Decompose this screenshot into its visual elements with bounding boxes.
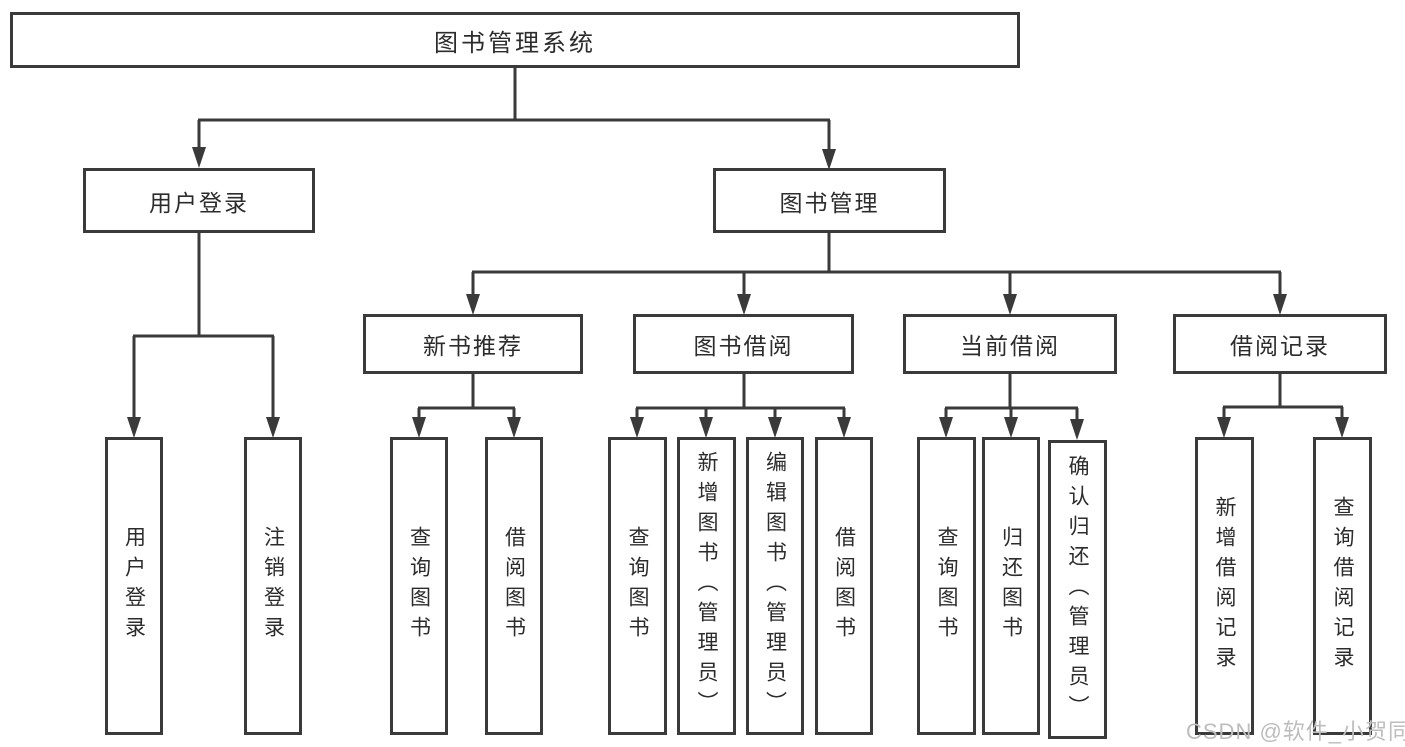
leaf-add-books-admin: 新增图书（管理员）	[677, 437, 736, 735]
connector-new-book-branch	[412, 374, 521, 438]
node-current-borrowing: 当前借阅	[903, 314, 1117, 374]
node-book-borrowing: 图书借阅	[633, 314, 854, 374]
leaf-add-borrow-record: 新增借阅记录	[1195, 437, 1254, 735]
node-user-login-group: 用户登录	[83, 168, 315, 233]
connector-borrow-records-branch	[1217, 374, 1349, 438]
leaf-edit-books-admin: 编辑图书（管理员）	[746, 437, 804, 735]
node-book-management-group: 图书管理	[713, 168, 946, 233]
leaf-query-books-borrow: 查询图书	[608, 437, 667, 735]
leaf-query-books-current: 查询图书	[917, 437, 976, 735]
leaf-borrow-books-recommend: 借阅图书	[485, 437, 543, 735]
leaf-confirm-return-admin: 确认归还（管理员）	[1048, 440, 1107, 739]
connector-current-borrow-branch	[939, 374, 1084, 440]
leaf-query-books-recommend: 查询图书	[390, 437, 448, 735]
connector-root-to-level2	[192, 68, 836, 170]
connector-user-login-branch	[127, 233, 280, 438]
node-new-book-recommend: 新书推荐	[363, 314, 583, 374]
leaf-user-login: 用户登录	[105, 437, 163, 735]
leaf-query-borrow-record: 查询借阅记录	[1313, 437, 1372, 735]
node-library-system: 图书管理系统	[10, 12, 1020, 68]
csdn-watermark: CSDN @软件_小贺同学	[1186, 719, 1405, 744]
leaf-return-books: 归还图书	[982, 437, 1040, 735]
node-borrowing-records: 借阅记录	[1173, 314, 1387, 374]
connector-book-mgmt-branch	[466, 233, 1287, 315]
connector-book-borrow-branch	[630, 374, 851, 438]
leaf-logout: 注销登录	[244, 437, 302, 735]
leaf-borrow-books: 借阅图书	[815, 437, 873, 735]
